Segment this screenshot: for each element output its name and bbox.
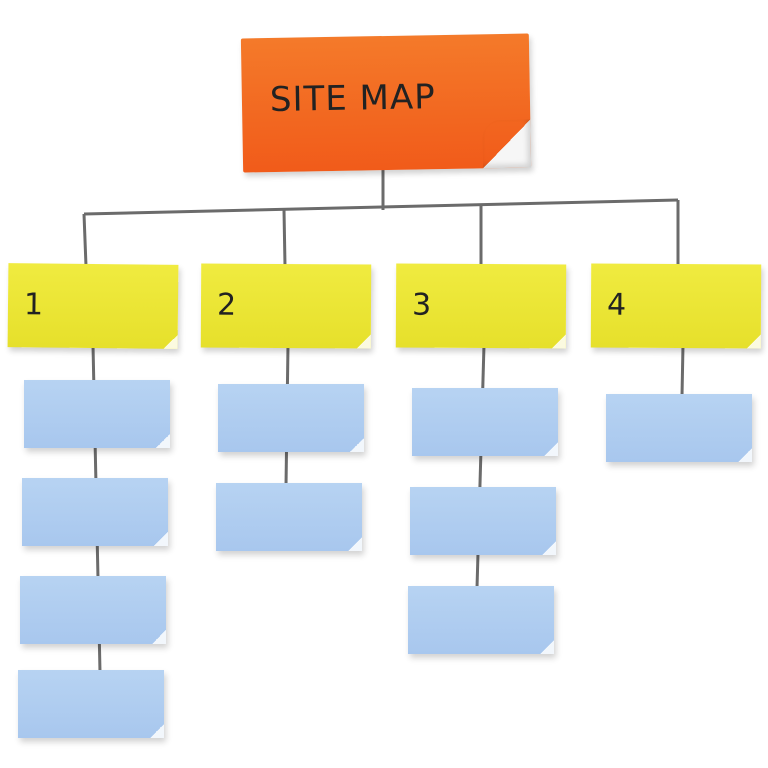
page-4-1: [606, 394, 752, 462]
cat-1-drop: [82, 213, 88, 267]
bus-connector: [83, 198, 679, 216]
page-3-1: [412, 388, 558, 456]
page-1-4: [18, 670, 164, 738]
category-1-label: 1: [23, 287, 44, 323]
col-4-connector: [680, 344, 685, 397]
category-2: 2: [200, 263, 372, 349]
page-2-1: [218, 384, 364, 452]
root-label: SITE MAP: [269, 77, 437, 121]
category-1: 1: [7, 263, 179, 349]
category-3: 3: [395, 263, 567, 349]
category-4: 4: [590, 263, 762, 349]
category-4-label: 4: [606, 287, 627, 323]
page-1-3: [20, 576, 166, 644]
page-1-2: [22, 478, 168, 546]
category-2-label: 2: [216, 287, 237, 323]
page-3-3: [408, 586, 554, 654]
site-map-root: SITE MAP: [240, 33, 532, 173]
page-1-1: [24, 380, 170, 448]
cat-2-drop: [282, 209, 287, 267]
page-2-2: [216, 483, 362, 551]
category-3-label: 3: [411, 287, 432, 323]
page-3-2: [410, 487, 556, 555]
